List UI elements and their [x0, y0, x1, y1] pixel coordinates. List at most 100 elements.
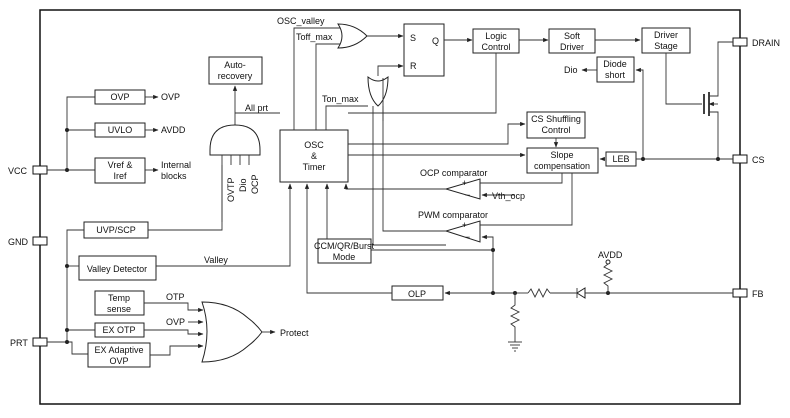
- auto-recovery-block: Auto- recovery: [208, 56, 263, 85]
- pin-cs-label: CS: [752, 155, 765, 165]
- temp-sense-label-1: Temp: [108, 293, 130, 303]
- pin-prt-label: PRT: [10, 338, 28, 348]
- sr-s-label: S: [410, 33, 416, 43]
- otp-label: OTP: [166, 292, 185, 302]
- osc-label-1: OSC: [304, 140, 324, 150]
- avdd-output-label: AVDD: [161, 125, 186, 135]
- driver-stage-block: Driver Stage: [641, 27, 691, 54]
- temp-sense-label-2: sense: [107, 304, 131, 314]
- pwm-plus: +: [462, 220, 467, 230]
- uvlo-block-label: UVLO: [108, 125, 133, 135]
- pin-fb-label: FB: [752, 289, 764, 299]
- pin-vcc: VCC: [8, 165, 48, 176]
- cs-shuffling-block: CS Shuffling Control: [526, 111, 586, 139]
- protect-label: Protect: [280, 328, 309, 338]
- logic-label-1: Logic: [485, 31, 507, 41]
- slope-label-2: compensation: [534, 161, 590, 171]
- cs-shuffling-label-1: CS Shuffling: [531, 114, 581, 124]
- soft-driver-block: Soft Driver: [548, 28, 596, 54]
- sr-r-label: R: [410, 61, 417, 71]
- protection-and-gate: [209, 124, 261, 156]
- auto-recovery-label-1: Auto-: [224, 60, 246, 70]
- logic-control-block: Logic Control: [472, 28, 520, 54]
- ovp-block-label: OVP: [110, 92, 129, 102]
- fb-diode: [576, 287, 586, 299]
- valley-detector-block: Valley Detector: [78, 255, 157, 281]
- ground-symbol: [508, 341, 522, 352]
- pwm-comparator-label: PWM comparator: [418, 210, 488, 220]
- ocp-comparator: [444, 178, 481, 200]
- internal-blocks-label-1: Internal: [161, 160, 191, 170]
- sr-flip-flop: S R Q: [403, 23, 445, 77]
- ovp-output-label: OVP: [161, 92, 180, 102]
- toff-max-label: Toff_max: [296, 32, 333, 42]
- ex-adaptive-ovp-block: EX Adaptive OVP: [87, 342, 151, 368]
- ex-otp-label: EX OTP: [102, 325, 135, 335]
- toff-or-gate: [337, 23, 368, 49]
- slope-label-1: Slope: [550, 150, 573, 160]
- power-mosfet: [703, 41, 733, 159]
- ccm-qr-burst-block: CCM/QR/Burst Mode: [314, 238, 375, 264]
- ccm-label-1: CCM/QR/Burst: [314, 241, 375, 251]
- fb-resistor-series: [527, 287, 551, 299]
- dio-output-label: Dio: [564, 65, 578, 75]
- dio-input-label: Dio: [238, 178, 248, 192]
- diode-short-block: Diode short: [596, 56, 635, 83]
- leb-label: LEB: [612, 154, 629, 164]
- vref-label-2: Iref: [113, 171, 127, 181]
- pin-gnd-label: GND: [8, 237, 29, 247]
- ton-or-gate: [367, 75, 389, 107]
- soft-driver-label-2: Driver: [560, 42, 584, 52]
- logic-label-2: Control: [481, 42, 510, 52]
- pin-gnd: GND: [8, 236, 48, 247]
- vth-ocp-label: Vth_ocp: [492, 191, 525, 201]
- osc-label-3: Timer: [303, 162, 326, 172]
- valley-label: Valley: [204, 255, 228, 265]
- internal-blocks-label-2: blocks: [161, 171, 187, 181]
- avdd-fb-label: AVDD: [598, 250, 623, 260]
- temp-sense-block: Temp sense: [94, 290, 145, 316]
- diode-short-label-2: short: [605, 70, 626, 80]
- vref-label-1: Vref &: [108, 160, 133, 170]
- fb-pullup-resistor: [602, 263, 614, 293]
- protect-or-gate: [201, 301, 263, 363]
- olp-label: OLP: [408, 289, 426, 299]
- chip-outline: [39, 9, 741, 405]
- ex-adaptive-label-1: EX Adaptive: [94, 345, 143, 355]
- pin-drain: DRAIN: [732, 37, 780, 48]
- fb-ground-resistor: [509, 293, 521, 342]
- uvlo-block: UVLO: [94, 122, 146, 138]
- osc-valley-label: OSC_valley: [277, 16, 325, 26]
- ocp-plus: +: [462, 178, 467, 188]
- pin-vcc-label: VCC: [8, 166, 28, 176]
- olp-block: OLP: [391, 285, 444, 301]
- ocp-input-label: OCP: [250, 174, 260, 194]
- driver-stage-label-2: Stage: [654, 41, 678, 51]
- leb-block: LEB: [605, 151, 637, 167]
- pin-cs: CS: [732, 154, 765, 165]
- ccm-label-2: Mode: [333, 252, 356, 262]
- ocp-minus: −: [465, 190, 470, 200]
- osc-timer-block: OSC & Timer: [279, 129, 349, 183]
- sr-q-label: Q: [432, 36, 439, 46]
- uvp-scp-block: UVP/SCP: [83, 221, 149, 239]
- pin-fb: FB: [732, 288, 764, 299]
- pin-drain-label: DRAIN: [752, 38, 780, 48]
- osc-label-2: &: [311, 151, 317, 161]
- vref-iref-block: Vref & Iref: [94, 157, 146, 184]
- pwm-comparator: [444, 220, 481, 243]
- ex-adaptive-label-2: OVP: [109, 356, 128, 366]
- uvp-scp-label: UVP/SCP: [96, 225, 136, 235]
- all-prt-label: All prt: [245, 103, 269, 113]
- ex-otp-block: EX OTP: [94, 322, 145, 338]
- diode-short-label-1: Diode: [603, 59, 627, 69]
- pin-prt: PRT: [10, 337, 48, 348]
- soft-driver-label-1: Soft: [564, 31, 581, 41]
- ovp-input-label: OVP: [166, 317, 185, 327]
- ovtp-label: OVTP: [226, 177, 236, 202]
- ocp-comparator-label: OCP comparator: [420, 168, 487, 178]
- valley-detector-label: Valley Detector: [87, 264, 147, 274]
- slope-compensation-block: Slope compensation: [526, 147, 599, 174]
- ovp-block: OVP: [94, 89, 146, 105]
